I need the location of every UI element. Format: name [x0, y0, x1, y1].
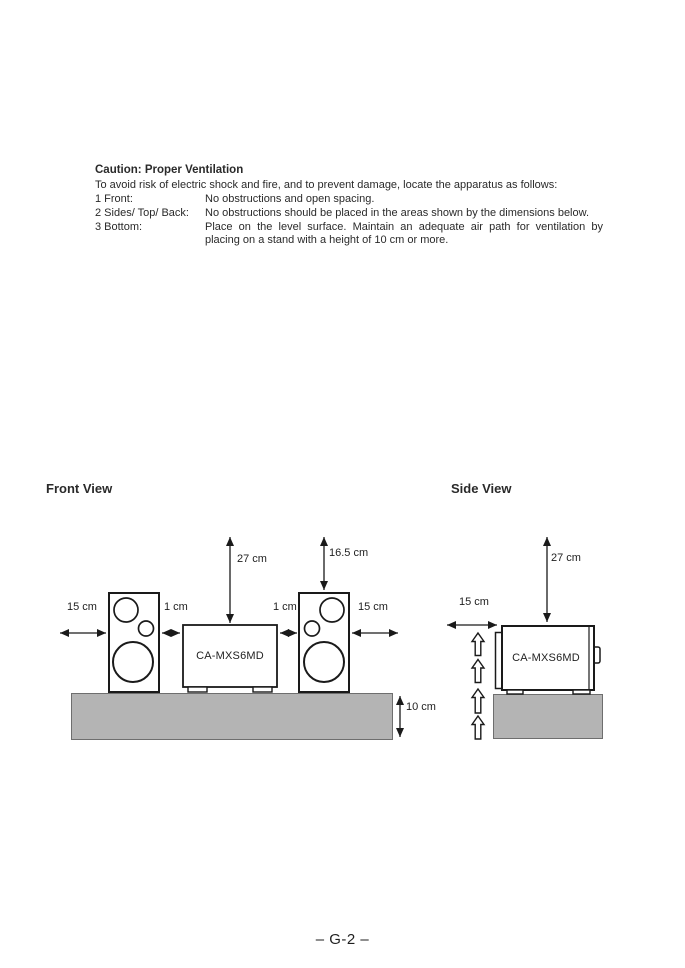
caution-item-bottom: 3 Bottom: Place on the level surface. Ma…: [95, 221, 603, 249]
front-right-speaker: [298, 592, 350, 693]
midrange-icon: [303, 620, 321, 637]
caution-item-text: No obstructions and open spacing.: [205, 193, 375, 206]
front-stand: [71, 693, 393, 740]
side-unit-model-label: CA-MXS6MD: [512, 652, 580, 664]
tweeter-icon: [319, 597, 345, 623]
front-center-unit: [182, 624, 278, 693]
page-number: – G-2 –: [315, 931, 370, 948]
dim-label-front-right-1cm: 1 cm: [273, 601, 297, 613]
dim-label-front-left-15cm: 15 cm: [67, 601, 97, 613]
front-unit-model-label: CA-MXS6MD: [196, 650, 264, 662]
dim-label-side-15cm: 15 cm: [459, 596, 489, 608]
caution-item-sides-top-back: 2 Sides/ Top/ Back: No obstructions shou…: [95, 207, 603, 221]
front-left-speaker: [108, 592, 160, 693]
airflow-up-arrow-icon: [470, 631, 486, 657]
unit-foot: [572, 689, 591, 695]
side-unit: [494, 625, 601, 695]
dim-label-side-27cm: 27 cm: [551, 552, 581, 564]
front-dimension-arrows: [60, 537, 404, 737]
caution-title: Caution: Proper Ventilation: [95, 164, 244, 176]
caution-section: Caution: Proper Ventilation To avoid ris…: [95, 164, 603, 248]
unit-foot: [506, 689, 524, 695]
front-view-title: Front View: [46, 481, 113, 496]
side-stand: [493, 694, 603, 739]
caution-item-label: 2 Sides/ Top/ Back:: [95, 206, 189, 219]
unit-foot: [187, 686, 208, 693]
midrange-icon: [137, 620, 155, 637]
woofer-icon: [303, 641, 345, 683]
airflow-arrows: [470, 631, 486, 740]
caution-item-text: No obstructions should be placed in the …: [205, 206, 590, 219]
caution-item-label: 3 Bottom:: [95, 220, 143, 233]
tweeter-icon: [113, 597, 139, 623]
side-dimension-arrows: [447, 537, 551, 629]
dim-label-stand-10cm: 10 cm: [406, 701, 436, 713]
side-view-title: Side View: [451, 481, 512, 496]
unit-foot: [252, 686, 273, 693]
dim-label-front-16-5cm: 16.5 cm: [329, 547, 369, 559]
dim-label-front-right-15cm: 15 cm: [358, 601, 388, 613]
caution-item-front: 1 Front: No obstructions and open spacin…: [95, 193, 603, 207]
airflow-up-arrow-icon: [470, 714, 486, 740]
airflow-up-arrow-icon: [470, 687, 486, 714]
front-view-diagram: [60, 537, 404, 740]
dim-label-front-27cm: 27 cm: [237, 553, 267, 565]
caution-item-label: 1 Front:: [95, 193, 133, 206]
airflow-up-arrow-icon: [470, 658, 486, 684]
woofer-icon: [112, 641, 154, 683]
dim-label-front-left-1cm: 1 cm: [164, 601, 188, 613]
caution-intro: To avoid risk of electric shock and fire…: [95, 179, 558, 192]
side-view-diagram: [447, 537, 603, 740]
caution-item-text: Place on the level surface. Maintain an …: [205, 220, 603, 247]
